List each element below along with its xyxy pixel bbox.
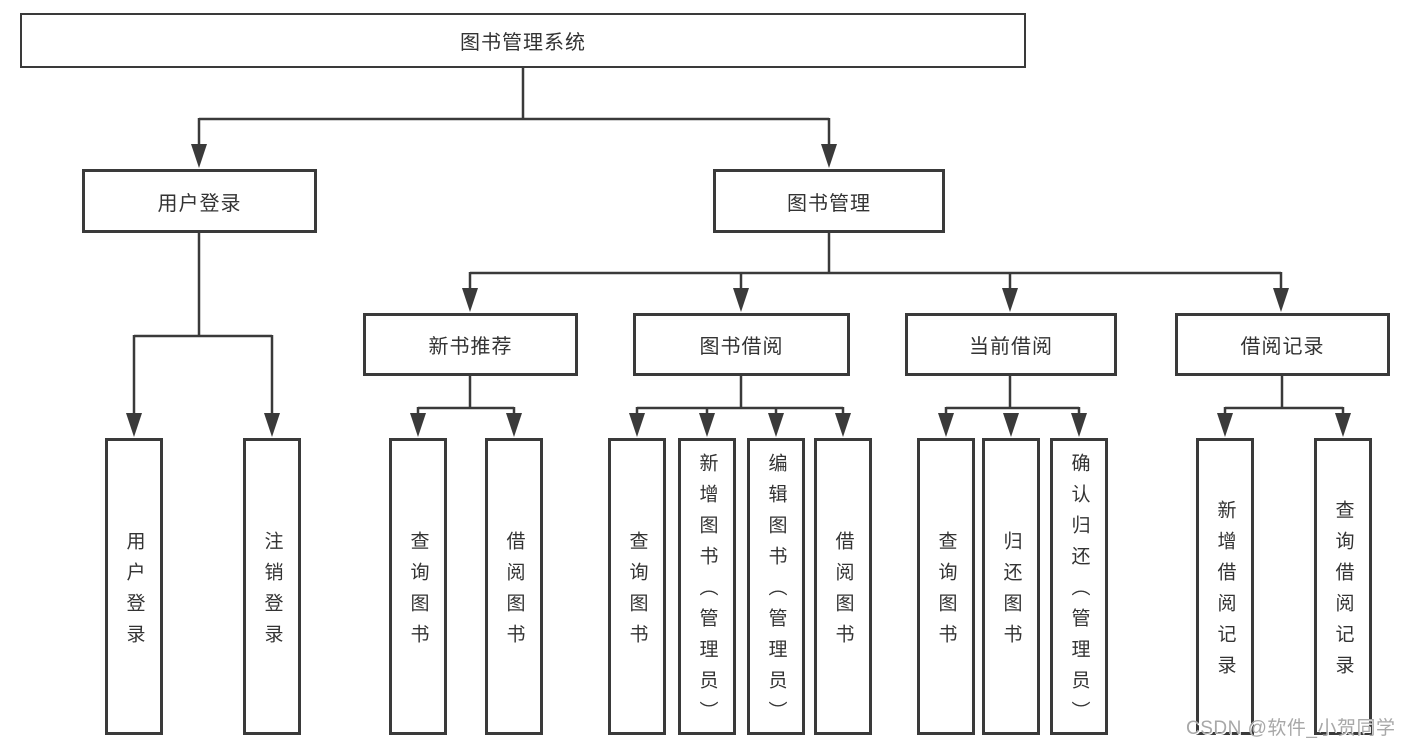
node-user-login: 用户登录 [82, 169, 317, 233]
arrowhead-edit-book-admin [768, 413, 784, 437]
node-label: 图书管理系统 [460, 32, 586, 54]
leaf-user-login: 用户登录 [105, 438, 163, 735]
edge-root-to-level2 [197, 67, 831, 146]
leaf-borrow-books-2: 借阅图书 [814, 438, 872, 735]
node-label: 图书借阅 [699, 336, 784, 358]
leaf-query-books-2: 查询图书 [608, 438, 666, 735]
node-book-borrowing: 图书借阅 [633, 313, 850, 376]
leaf-query-borrow-record: 查询借阅记录 [1314, 438, 1372, 735]
node-label: 查询图书 [626, 530, 648, 655]
node-label: 查询图书 [407, 530, 429, 655]
arrowhead-add-book-admin [699, 413, 715, 437]
node-library-management-system: 图书管理系统 [20, 13, 1026, 68]
arrowhead-leaf-logout [264, 413, 280, 437]
edge-book-borrowing-to-leaves [635, 376, 845, 415]
arrowhead-borrow-books-2 [835, 413, 851, 437]
leaf-edit-book-admin: 编辑图书（管理员） [747, 438, 805, 735]
leaf-add-borrow-record: 新增借阅记录 [1196, 438, 1254, 735]
leaf-borrow-books-1: 借阅图书 [485, 438, 543, 735]
leaf-add-book-admin: 新增图书（管理员） [678, 438, 736, 735]
leaf-logout: 注销登录 [243, 438, 301, 735]
arrowhead-return-book [1003, 413, 1019, 437]
node-new-book-recommendation: 新书推荐 [363, 313, 578, 376]
leaf-return-book: 归还图书 [982, 438, 1040, 735]
edge-borrowing-records-to-leaves [1223, 376, 1345, 415]
leaf-query-books-1: 查询图书 [389, 438, 447, 735]
node-current-borrowing: 当前借阅 [905, 313, 1117, 376]
node-label: 借阅记录 [1240, 336, 1325, 358]
node-label: 新增图书（管理员） [696, 453, 718, 732]
node-label: 借阅图书 [503, 530, 525, 655]
watermark-text: CSDN @软件_小贺同学 [1186, 718, 1396, 739]
leaf-confirm-return-admin: 确认归还（管理员） [1050, 438, 1108, 735]
node-label: 查询图书 [935, 530, 957, 655]
arrowhead-book-borrowing [733, 288, 749, 312]
node-book-management: 图书管理 [713, 169, 945, 233]
arrowhead-query-borrow-record [1335, 413, 1351, 437]
leaf-query-books-3: 查询图书 [917, 438, 975, 735]
node-borrowing-records: 借阅记录 [1175, 313, 1390, 376]
node-label: 查询借阅记录 [1332, 499, 1354, 686]
node-label: 借阅图书 [832, 530, 854, 655]
arrowhead-add-borrow-record [1217, 413, 1233, 437]
arrowhead-query-books-2 [629, 413, 645, 437]
arrowhead-borrowing-records [1273, 288, 1289, 312]
edge-book-management-to-level3 [468, 233, 1283, 290]
node-label: 图书管理 [787, 192, 871, 215]
node-label: 用户登录 [123, 530, 145, 655]
node-label: 注销登录 [261, 530, 283, 655]
arrowhead-query-books-1 [410, 413, 426, 437]
node-label: 用户登录 [157, 192, 242, 215]
edge-user-login-to-leaves [132, 233, 274, 415]
arrowhead-current-borrowing [1002, 288, 1018, 312]
arrowhead-book-management [821, 144, 837, 168]
edge-current-borrowing-to-leaves [944, 376, 1081, 415]
node-label: 当前借阅 [969, 336, 1053, 358]
arrowhead-leaf-user-login [126, 413, 142, 437]
arrowhead-borrow-books-1 [506, 413, 522, 437]
arrowhead-query-books-3 [938, 413, 954, 437]
node-label: 编辑图书（管理员） [765, 453, 787, 732]
node-label: 确认归还（管理员） [1068, 453, 1090, 732]
arrowhead-user-login [191, 144, 207, 168]
arrowhead-new-book-recommendation [462, 288, 478, 312]
node-label: 新书推荐 [428, 336, 513, 358]
node-label: 新增借阅记录 [1214, 499, 1236, 686]
arrowhead-confirm-return-admin [1071, 413, 1087, 437]
edge-new-book-recommendation-to-leaves [416, 376, 516, 415]
node-label: 归还图书 [1000, 530, 1022, 655]
